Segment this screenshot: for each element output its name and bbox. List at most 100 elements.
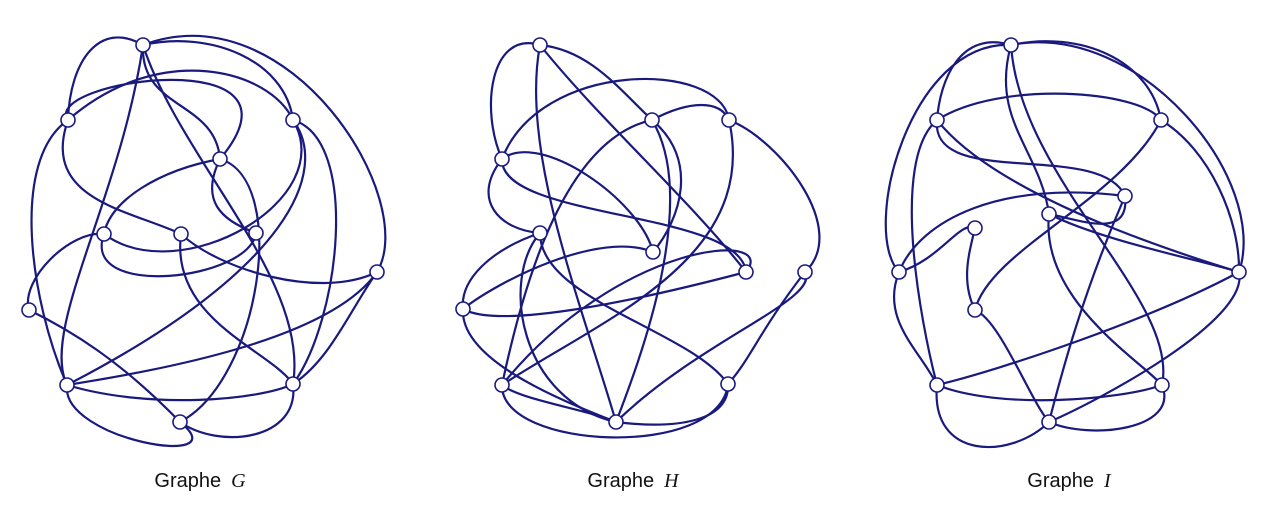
- graph-vertex: [644, 112, 660, 128]
- graph-edge: [487, 157, 542, 235]
- graph-h: [455, 37, 821, 439]
- graph-edge: [178, 382, 295, 439]
- graph-vertex: [797, 264, 813, 280]
- graph-edge: [65, 382, 295, 402]
- graph-vertex: [1041, 206, 1057, 222]
- graph-vertex: [1117, 188, 1133, 204]
- graph-edge: [65, 270, 379, 387]
- graph-edge: [141, 43, 296, 386]
- graph-edge: [534, 43, 618, 424]
- graph-edge: [461, 245, 655, 311]
- graph-vertex: [494, 377, 510, 393]
- graph-edge: [935, 118, 1127, 198]
- graph-edge: [141, 43, 222, 161]
- graph-edge: [100, 231, 258, 278]
- graph-edge: [102, 118, 303, 253]
- graph-vertex: [173, 226, 189, 242]
- graph-vertex: [285, 112, 301, 128]
- caption-variable: H: [664, 470, 679, 492]
- graph-edge: [65, 118, 307, 387]
- graph-edge: [1004, 43, 1051, 216]
- graph-edge: [892, 270, 939, 387]
- graph-edge: [1009, 41, 1245, 274]
- graph-edge: [973, 308, 1051, 424]
- graph-edge: [461, 307, 618, 424]
- graph-edge: [614, 118, 672, 424]
- graph-edge: [60, 43, 145, 387]
- graph-vertex: [285, 376, 301, 392]
- graph-edge: [538, 43, 654, 122]
- graph-edge: [935, 41, 1013, 122]
- graph-vertex: [135, 37, 151, 53]
- graph-vertex: [212, 151, 228, 167]
- graph-edge: [935, 270, 1241, 387]
- graph-edge: [500, 118, 654, 387]
- caption-word: Graphe: [587, 470, 655, 492]
- graph-edge: [461, 231, 542, 311]
- graph-edge: [26, 232, 106, 312]
- graph-i: [884, 37, 1247, 449]
- graph-vertex: [1003, 37, 1019, 53]
- graph-edge: [650, 103, 731, 122]
- caption-variable: G: [231, 470, 246, 492]
- graph-edge: [973, 118, 1163, 312]
- graph-edge: [500, 382, 730, 439]
- caption-graph-h: Graphe H: [587, 470, 678, 493]
- graph-vertex: [21, 302, 37, 318]
- graph-vertex: [645, 244, 661, 260]
- graph-vertex: [1154, 377, 1170, 393]
- graph-vertex: [59, 377, 75, 393]
- graph-edge: [727, 118, 821, 274]
- graph-edge: [102, 157, 222, 236]
- graph-vertex: [60, 112, 76, 128]
- graph-edge: [489, 42, 542, 161]
- graph-vertex: [532, 225, 548, 241]
- graph-edge: [27, 308, 182, 424]
- graph-edge: [650, 118, 683, 254]
- graph-edge: [910, 118, 939, 387]
- graph-edge: [1047, 270, 1241, 424]
- graph-edge: [1009, 40, 1163, 122]
- graph-edge: [179, 232, 379, 285]
- caption-variable: I: [1104, 470, 1111, 492]
- graph-edge: [614, 382, 730, 426]
- graph-edge: [538, 231, 730, 386]
- graph-g: [21, 35, 387, 448]
- graph-edge: [64, 78, 243, 161]
- graph-vertex: [967, 302, 983, 318]
- graph-edge: [1047, 194, 1127, 424]
- graph-edge: [210, 157, 258, 235]
- graph-edge: [500, 151, 655, 254]
- graph-edge: [935, 383, 1051, 449]
- graph-vertex: [1041, 414, 1057, 430]
- graph-edge: [897, 191, 1127, 274]
- graph-vertex: [608, 414, 624, 430]
- graph-edge: [179, 232, 295, 386]
- graph-edge: [614, 270, 808, 424]
- graph-edge: [141, 35, 387, 274]
- graph-vertex: [891, 264, 907, 280]
- graph-vertex: [1153, 112, 1169, 128]
- graph-vertex: [248, 225, 264, 241]
- graph-edge: [291, 118, 338, 386]
- graph-vertex: [494, 151, 510, 167]
- graph-edge: [935, 383, 1164, 402]
- graph-edge: [1047, 383, 1166, 432]
- graph-vertex: [929, 377, 945, 393]
- graph-edge: [935, 118, 1241, 274]
- graph-edge: [500, 383, 618, 424]
- graph-edge: [61, 118, 183, 236]
- graph-edge: [500, 77, 731, 161]
- graph-vertex: [738, 264, 754, 280]
- graph-edge: [65, 383, 194, 448]
- graph-vertex: [721, 112, 737, 128]
- graph-edge: [726, 270, 807, 386]
- graph-vertex: [172, 414, 188, 430]
- graph-edge: [935, 92, 1163, 122]
- graph-edge: [1159, 118, 1241, 274]
- graph-edge: [178, 157, 261, 424]
- graph-edge: [141, 40, 295, 122]
